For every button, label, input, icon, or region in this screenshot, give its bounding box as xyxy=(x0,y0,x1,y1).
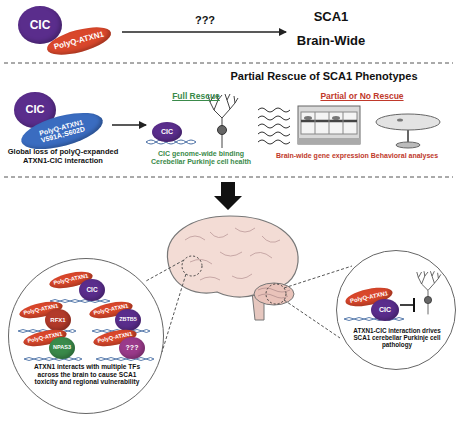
protein-name: CIC xyxy=(30,19,51,32)
rotarod xyxy=(298,106,360,144)
protein-name: CIC xyxy=(26,104,45,116)
purkinje-cell xyxy=(417,271,441,314)
down-arrow xyxy=(214,182,242,210)
text-label: SCA1 xyxy=(296,10,366,25)
open-field xyxy=(376,114,440,148)
caption-text: ATXN1-CIC interaction drives SCA1 cerebe… xyxy=(353,327,441,349)
text-label: Brain-Wide xyxy=(286,34,376,49)
brain xyxy=(167,216,298,320)
dna xyxy=(18,300,404,361)
text-label: Partial or No Rescue xyxy=(292,92,432,102)
zoom-circle: ATXN1 interacts with multiple TFs across… xyxy=(8,258,164,414)
protein-circle: CIC xyxy=(152,122,182,142)
protein-circle: ZBTB5 xyxy=(115,309,141,331)
protein-circle: NPAS3 xyxy=(49,337,75,359)
protein-circle: ??? xyxy=(119,337,145,359)
text-label: Brain-wide gene expression Behavioral an… xyxy=(262,152,452,160)
protein-circle: CIC xyxy=(79,279,105,301)
protein-name: CIC xyxy=(86,287,97,294)
text-label: CIC genome-wide binding Cerebellar Purki… xyxy=(146,150,256,166)
gene-expression-waves xyxy=(258,108,290,144)
protein-name: CIC xyxy=(379,306,391,313)
protein-circle: CIC xyxy=(371,299,399,321)
protein-name: RFX1 xyxy=(50,317,65,323)
separator xyxy=(4,177,453,178)
arrow xyxy=(122,31,286,33)
protein-name: ZBTB5 xyxy=(119,317,137,323)
protein-name: CIC xyxy=(161,128,173,135)
text-label: ??? xyxy=(180,14,230,27)
protein-name: PolyQ-ATXN1 xyxy=(53,30,105,51)
purkinje-cell xyxy=(208,94,238,148)
text-label: Global loss of polyQ-expanded ATXN1-CIC … xyxy=(4,148,122,165)
protein-name: ??? xyxy=(126,344,139,351)
caption-text: ATXN1 interacts with multiple TFs across… xyxy=(27,363,147,386)
separator xyxy=(4,63,453,64)
text-label: Partial Rescue of SCA1 Phenotypes xyxy=(196,70,452,83)
protein-name: NPAS3 xyxy=(53,345,71,351)
text-label: Full Rescue xyxy=(156,92,236,102)
arrow xyxy=(112,124,146,126)
zoom-circle: ATXN1-CIC interaction drives SCA1 cerebe… xyxy=(336,250,456,370)
protein-circle: RFX1 xyxy=(45,309,71,331)
